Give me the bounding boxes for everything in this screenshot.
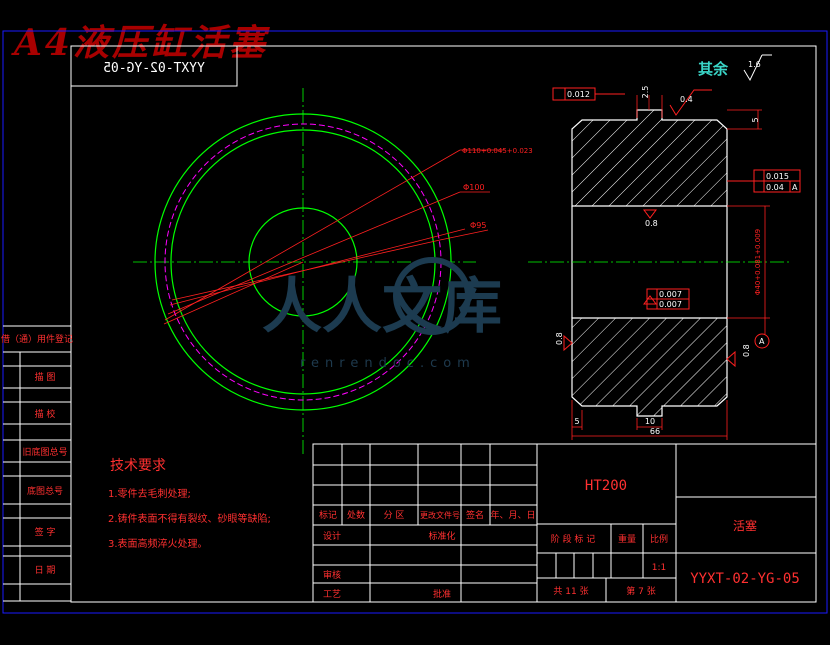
roughness-general-symbol <box>743 54 772 82</box>
tol-perp-datum: A <box>792 183 798 192</box>
dim-d100: Φ100 <box>463 183 485 192</box>
rev-header-zone: 分 区 <box>384 510 405 521</box>
tol-roundness: 0.012 <box>567 90 590 99</box>
tol-para2: 0.007 <box>659 300 682 309</box>
section-dims <box>571 95 770 440</box>
dim-d110: Φ110+0.045+0.023 <box>462 147 533 155</box>
tb-approve: 批准 <box>433 588 451 600</box>
tb-stage-mark: 阶 段 标 记 <box>551 533 596 545</box>
side-label-borrowed: 借（通）用件登记 <box>1 333 73 345</box>
roughness-bore: 0.8 <box>645 219 658 228</box>
roughness-top: 0.4 <box>680 95 693 104</box>
tolerance-frames <box>552 87 801 349</box>
watermark-url: renrendoc.com <box>300 356 476 371</box>
side-label-sign: 签 字 <box>35 526 56 538</box>
tb-design: 设计 <box>323 530 341 542</box>
diameter-leaders <box>163 149 505 325</box>
tb-review: 审核 <box>323 569 341 581</box>
watermark-ring <box>393 257 471 335</box>
tech-req-title: 技术要求 <box>110 458 166 474</box>
roughness-marks <box>563 89 736 368</box>
mirrored-code-box <box>70 45 238 87</box>
rev-header-count: 处数 <box>347 509 365 521</box>
dim-side-edge: 5 <box>751 117 760 122</box>
side-label-date: 日 期 <box>35 565 56 576</box>
datum-a: A <box>759 337 765 346</box>
watermark-text: 人人文库 <box>262 272 502 342</box>
rev-header-date: 年、月、日 <box>490 509 535 521</box>
roughness-general-label: 其余 <box>698 60 729 78</box>
outer-frame <box>2 30 828 614</box>
bore-circle <box>248 207 358 317</box>
tol-perp: 0.04 <box>766 183 784 192</box>
rev-header-mark: 标记 <box>319 509 337 521</box>
rev-header-doc: 更改文件号 <box>420 510 460 520</box>
roughness-general-value: 1.6 <box>748 60 761 69</box>
dim-width: 66 <box>650 427 660 436</box>
side-label-check: 描 校 <box>35 408 56 420</box>
dim-d40: Φ40+0.081+0.009 <box>754 229 762 295</box>
roughness-left: 0.8 <box>555 332 564 345</box>
tb-sheet-no: 第 7 张 <box>626 585 655 597</box>
tb-sheets-total: 共 11 张 <box>553 586 588 597</box>
side-label-trace: 描 图 <box>35 371 56 383</box>
tb-drawing-no: YYXT-02-YG-05 <box>690 571 800 587</box>
section-view <box>528 95 790 417</box>
tb-weight: 重量 <box>618 533 636 545</box>
section-upper-body <box>571 109 728 207</box>
rev-header-sign: 签名 <box>466 509 484 521</box>
dim-chamfer: 2.5 <box>641 86 650 99</box>
side-label-old-no: 旧底图总号 <box>22 446 67 458</box>
tol-flatness: 0.015 <box>766 172 789 181</box>
tech-req-1: 1.零件去毛刺处理; <box>108 488 191 500</box>
tb-standardize: 标准化 <box>428 530 455 542</box>
mirrored-code: YYXT-02-YG-05 <box>103 61 205 76</box>
drawing-title: A4液压缸活塞 <box>14 22 268 64</box>
tb-scale-value: 1:1 <box>652 563 666 573</box>
tb-process: 工艺 <box>323 589 341 600</box>
title-block-lines <box>312 443 817 603</box>
tech-req-2: 2.铸件表面不得有裂纹、砂眼等缺陷; <box>108 512 271 525</box>
tb-material: HT200 <box>585 478 627 494</box>
tb-scale: 比例 <box>650 533 668 545</box>
dim-edge-width: 5 <box>574 417 579 426</box>
side-table <box>3 325 71 602</box>
dim-d95: Φ95 <box>470 221 486 230</box>
tb-part-name: 活塞 <box>733 518 757 533</box>
tech-req-3: 3.表面高频淬火处理。 <box>108 537 208 550</box>
tol-flat2: 0.007 <box>659 290 682 299</box>
roughness-right: 0.8 <box>742 344 751 357</box>
dim-groove-width: 10 <box>645 417 655 426</box>
section-lower-body <box>571 317 728 417</box>
side-label-base-no: 底图总号 <box>27 485 63 497</box>
